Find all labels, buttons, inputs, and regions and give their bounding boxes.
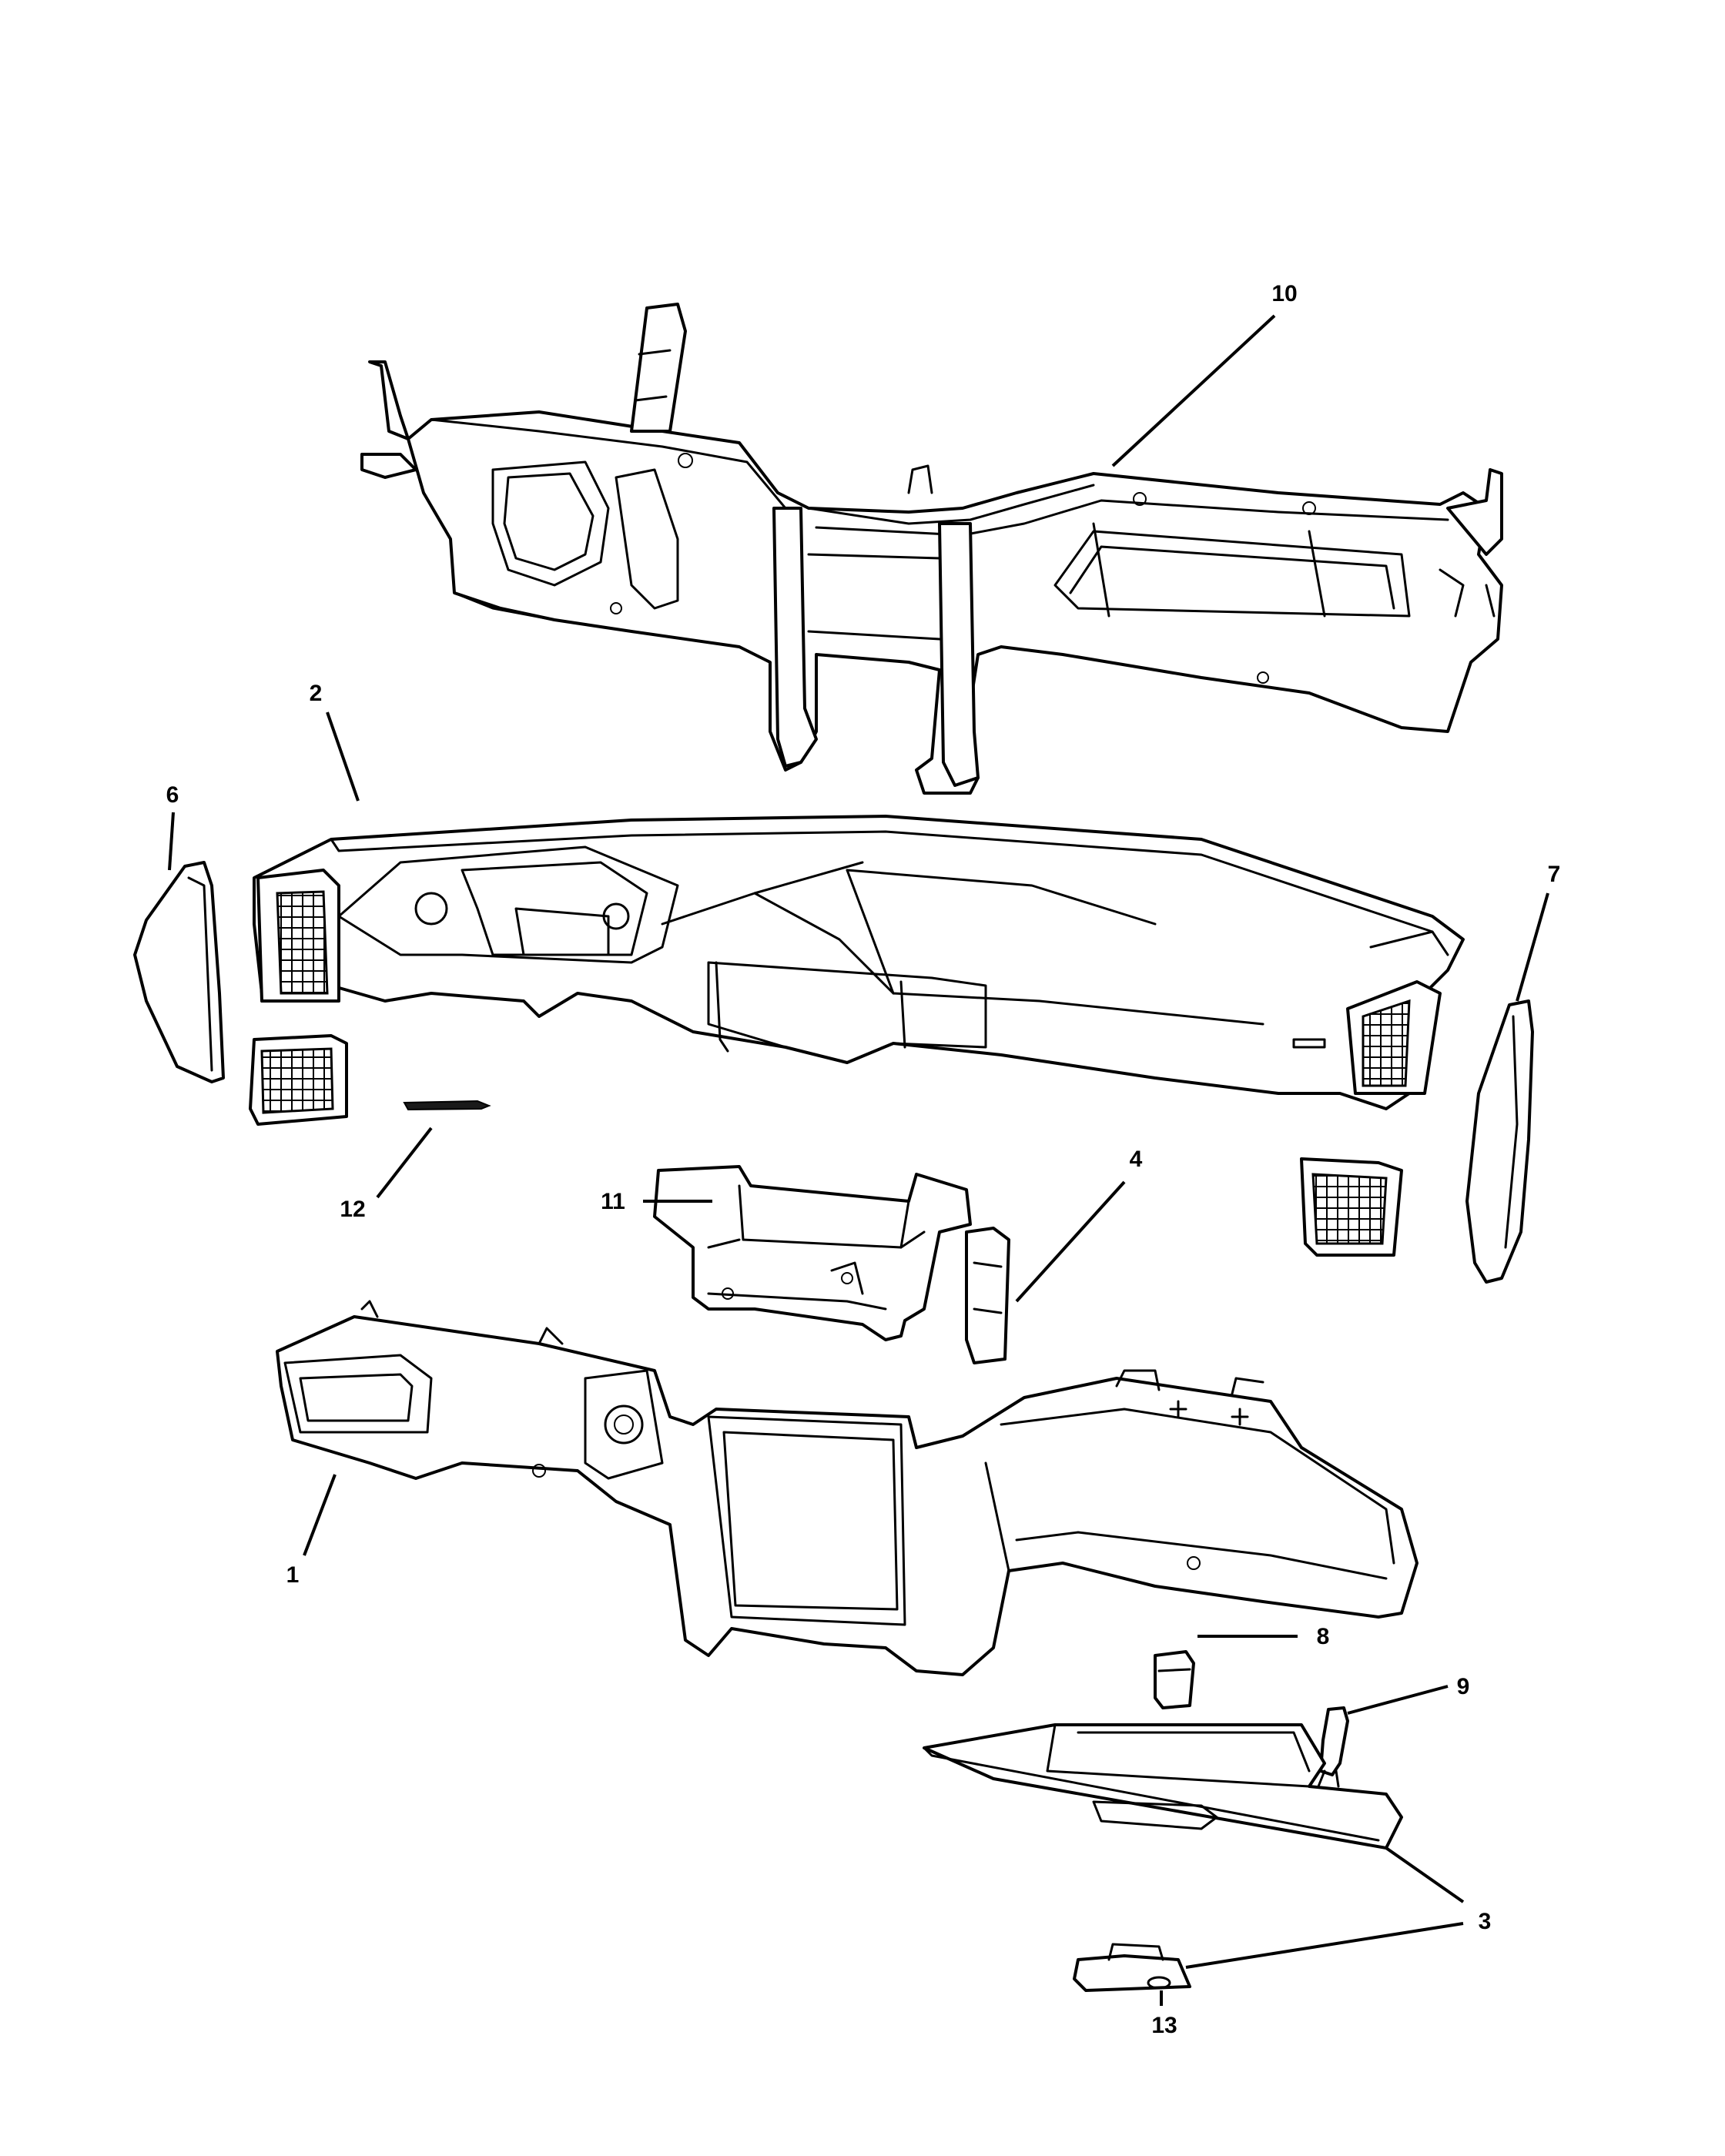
callout-7: 7 [1548, 862, 1561, 887]
callout-11: 11 [601, 1189, 625, 1214]
leader-4 [1015, 1180, 1126, 1303]
leader-6 [168, 812, 175, 871]
callout-8: 8 [1317, 1624, 1330, 1649]
callout-2: 2 [310, 681, 323, 706]
cross-car-beam-part-10 [360, 303, 1503, 795]
leader-12 [376, 1127, 433, 1199]
callout-4: 4 [1130, 1147, 1143, 1172]
callout-6: 6 [166, 782, 179, 808]
leader-10 [1111, 314, 1276, 467]
lower-panel-carrier-part-1 [276, 1300, 1419, 1676]
callout-10: 10 [1271, 281, 1297, 306]
leader-3b [1185, 1922, 1464, 1969]
instrument-panel-top-part-2 [253, 815, 1465, 1110]
callout-labels: 10 2 6 7 12 11 4 1 8 9 3 13 [166, 281, 1561, 2038]
callout-13: 13 [1151, 2013, 1177, 2038]
left-end-cap-part-6 [133, 861, 225, 1083]
center-support-bracket-part-11 [653, 1165, 972, 1341]
right-air-outlet [1300, 1157, 1403, 1257]
callout-3: 3 [1479, 1909, 1492, 1934]
leader-7 [1516, 892, 1549, 1002]
left-air-outlet [249, 1034, 348, 1126]
leader-9 [1347, 1685, 1449, 1715]
glovebox-latch-part-13 [1073, 1943, 1191, 1992]
callout-1: 1 [286, 1562, 300, 1588]
trim-strip-part-12 [403, 1100, 491, 1111]
switch-bezel-part-8 [1154, 1650, 1195, 1709]
leader-3 [1385, 1846, 1465, 1903]
bracket-part-4 [965, 1227, 1010, 1364]
right-end-cap-part-7 [1465, 999, 1534, 1284]
callout-12: 12 [340, 1197, 365, 1222]
leader-1 [303, 1474, 337, 1556]
leader-lines [168, 314, 1549, 2006]
leader-2 [326, 711, 360, 802]
glovebox-damper-part-9 [1317, 1706, 1349, 1788]
glovebox-door-part-3 [923, 1723, 1403, 1850]
callout-9: 9 [1457, 1674, 1470, 1699]
